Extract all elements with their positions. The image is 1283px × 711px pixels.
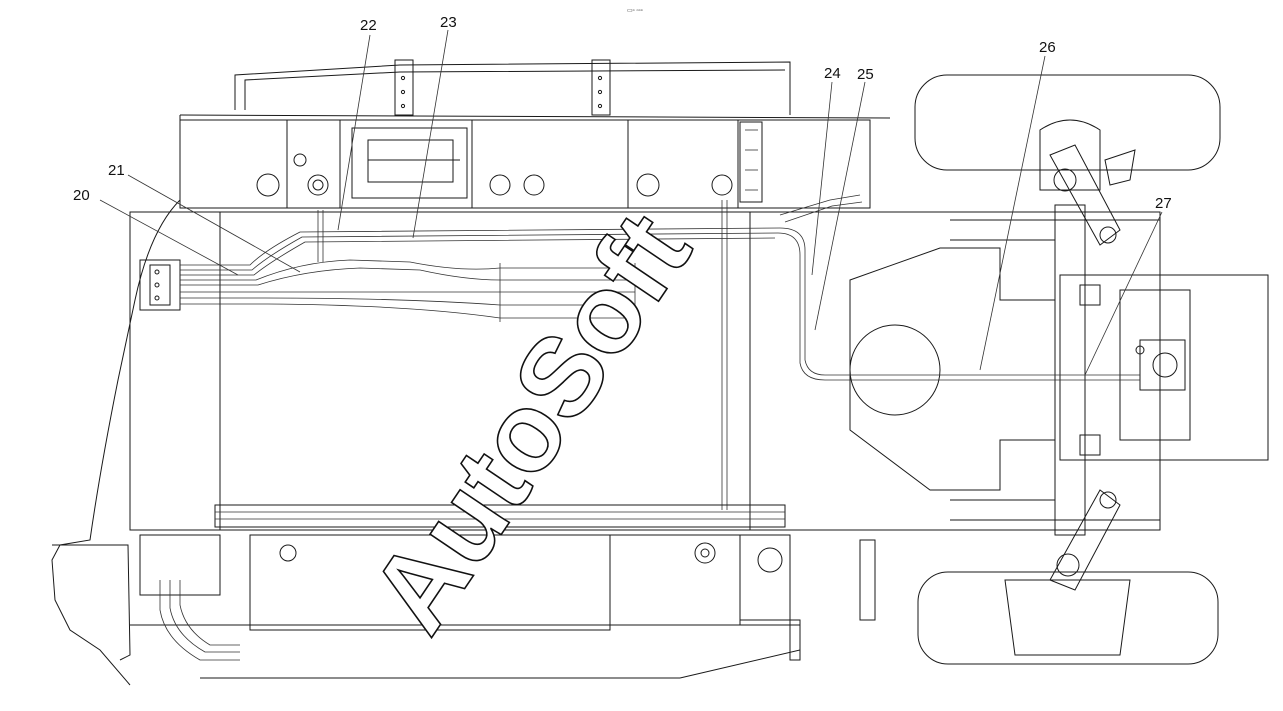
callout-25: 25 (857, 66, 874, 83)
watermark: AutoSoft (346, 192, 714, 654)
callout-23: 23 (440, 14, 457, 31)
cab-outline (51, 114, 891, 686)
right-valve-block (1135, 339, 1186, 391)
callout-labels: 20 21 22 23 24 25 26 27 (73, 14, 1172, 212)
callout-21: 21 (108, 162, 125, 179)
rear-chassis (849, 204, 1269, 536)
lower-steering-arm (1049, 489, 1121, 591)
hydraulic-lines (180, 194, 1140, 510)
main-frame (129, 211, 1161, 531)
left-valve-block (139, 259, 181, 311)
callout-20: 20 (73, 187, 90, 204)
upper-steering-arm (1049, 144, 1136, 246)
upper-side-panel (179, 119, 871, 209)
callout-27: 27 (1155, 195, 1172, 212)
rear-right-wheel (917, 571, 1219, 665)
callout-22: 22 (360, 17, 377, 34)
callout-26: 26 (1039, 39, 1056, 56)
lower-side-panel (130, 504, 876, 679)
top-rack (234, 59, 791, 116)
leader-lines (99, 29, 1163, 376)
header-mark: ▭▫ ▫▫▫ (627, 8, 643, 14)
callout-24: 24 (824, 65, 841, 82)
front-right-wheel (914, 74, 1221, 191)
